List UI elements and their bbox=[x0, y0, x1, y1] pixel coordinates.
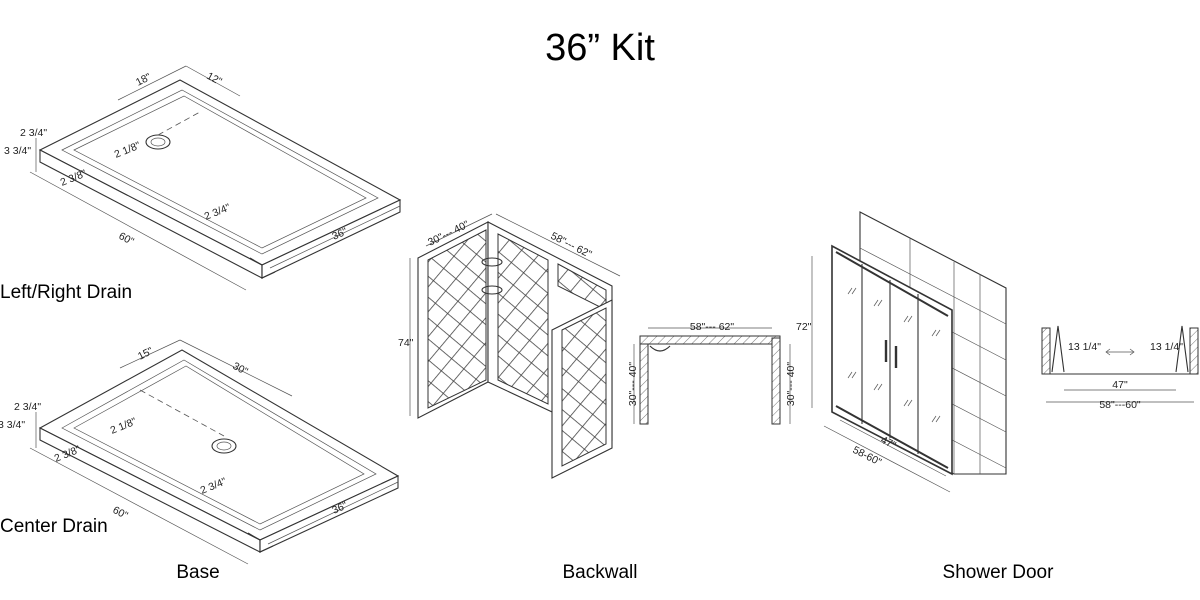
dim-plan-left: 30"--- 40" bbox=[627, 362, 639, 406]
plan-right-wall bbox=[1189, 327, 1199, 375]
plan-left-wall bbox=[1041, 327, 1051, 375]
tray-inner-floor bbox=[73, 95, 367, 249]
dim-line-60 bbox=[29, 447, 249, 565]
dim-line-width bbox=[495, 213, 621, 277]
dim-plan-right: 30"--- 40" bbox=[785, 362, 797, 406]
dim-line-30 bbox=[179, 339, 293, 397]
dim-line-15 bbox=[119, 339, 181, 369]
glass-reflection-icons bbox=[847, 287, 941, 423]
dim-line-outer bbox=[823, 425, 951, 493]
base-left-right-drain: 18" 12" 2 3/4" 3 3/4" 2 1/8" 2 3/8" 2 3/… bbox=[0, 65, 402, 303]
backwall-plan: 58"--- 62" 30"--- 40" 30"--- 40" bbox=[627, 321, 797, 425]
shower-door-plan: 13 1/4" 13 1/4" 47" 58"---60" bbox=[1041, 325, 1199, 411]
dim-30: 30" bbox=[231, 360, 250, 378]
dim-line-18 bbox=[117, 65, 187, 101]
dim-plan-outer: 58"---60" bbox=[1099, 399, 1141, 411]
dim-height: 74" bbox=[398, 337, 414, 349]
plan-arrow-left-icon bbox=[1105, 348, 1111, 356]
shower-door-isometric: 72" 47" 58-60" bbox=[796, 211, 1007, 493]
door-bottom-rail bbox=[835, 405, 949, 469]
tray-inner-rim bbox=[61, 89, 379, 255]
label-left-right-drain: Left/Right Drain bbox=[0, 282, 132, 303]
plan-right-jamb bbox=[1175, 325, 1189, 373]
section-label-backwall: Backwall bbox=[563, 562, 638, 583]
dim-36: 36" bbox=[330, 499, 349, 516]
dim-3-3-4: 3 3/4" bbox=[4, 145, 31, 157]
dim-line-36 bbox=[267, 481, 399, 545]
dim-line-60 bbox=[29, 171, 247, 291]
drain-inner-icon bbox=[216, 441, 232, 451]
side-wall-pattern bbox=[427, 229, 487, 409]
corner-shelf-bottom bbox=[481, 285, 503, 295]
dim-plan-inner: 47" bbox=[1112, 379, 1128, 391]
dim-height: 72" bbox=[796, 321, 812, 333]
dim-15: 15" bbox=[136, 345, 155, 363]
dim-line-depth bbox=[425, 213, 493, 247]
dim-3-3-4: 3 3/4" bbox=[0, 419, 25, 431]
section-label-base: Base bbox=[176, 562, 219, 583]
dim-plan-width: 58"--- 62" bbox=[690, 321, 734, 333]
door-header-rail bbox=[835, 251, 949, 317]
tray-step bbox=[249, 257, 276, 279]
plan-back-wall bbox=[639, 335, 781, 345]
dim-drain-guide bbox=[157, 111, 201, 136]
dim-18: 18" bbox=[134, 71, 153, 89]
dim-drain-guide bbox=[139, 389, 225, 437]
page-title: 36” Kit bbox=[545, 27, 655, 69]
dim-2-3-4-top: 2 3/4" bbox=[14, 401, 41, 413]
dim-outer: 58-60" bbox=[851, 444, 884, 469]
dim-line-36 bbox=[269, 205, 401, 269]
dim-plan-left: 13 1/4" bbox=[1068, 341, 1101, 353]
plan-left-jamb bbox=[1051, 325, 1065, 373]
dim-plan-right: 13 1/4" bbox=[1150, 341, 1183, 353]
plan-shelf-icon bbox=[649, 345, 671, 352]
back-wall-pattern-left bbox=[497, 233, 549, 405]
plan-left-wall bbox=[639, 337, 649, 425]
dim-2-3-4-top: 2 3/4" bbox=[20, 127, 47, 139]
plan-arrow-right-icon bbox=[1129, 348, 1135, 356]
tray-inner-rim bbox=[61, 359, 377, 531]
dim-60: 60" bbox=[111, 504, 130, 522]
tray-step bbox=[247, 532, 274, 553]
base-center-drain: 15" 30" 2 3/4" 3 3/4" 2 1/8" 2 3/8" 2 3/… bbox=[0, 339, 400, 565]
front-panel-pattern bbox=[561, 307, 607, 467]
backwall-isometric: 30"--- 40" 58"--- 62" 74" bbox=[398, 213, 621, 479]
corner-shelf-top bbox=[481, 257, 503, 267]
dim-line-12 bbox=[185, 65, 241, 97]
tray-inner-floor bbox=[73, 365, 365, 525]
dim-60: 60" bbox=[117, 230, 136, 248]
plan-right-wall bbox=[771, 337, 781, 425]
label-center-drain: Center Drain bbox=[0, 516, 108, 537]
dim-line-inner bbox=[839, 419, 947, 477]
drain-icon bbox=[211, 438, 237, 454]
dim-36: 36" bbox=[330, 225, 349, 242]
section-label-shower-door: Shower Door bbox=[943, 562, 1055, 583]
drain-inner-icon bbox=[150, 137, 166, 147]
